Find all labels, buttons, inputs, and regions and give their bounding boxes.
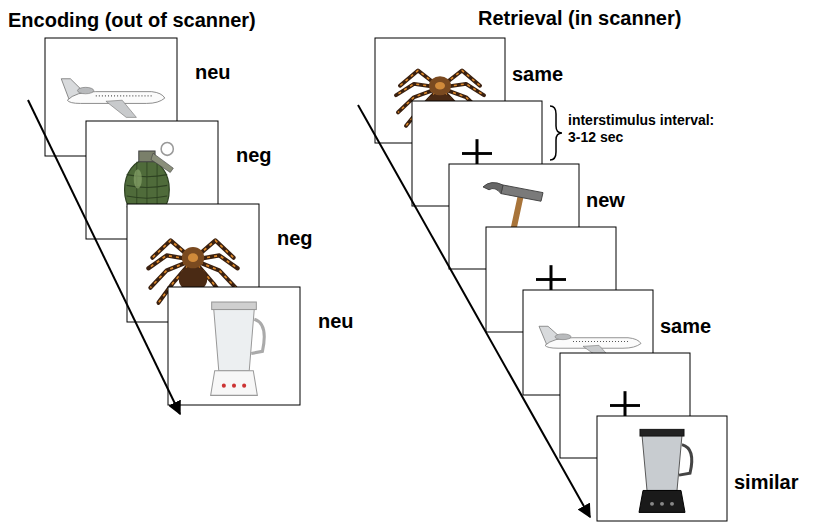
blender-button: [232, 384, 236, 388]
grenade-lever: [151, 153, 173, 172]
airplane-windows: [573, 341, 629, 342]
frame-border: [597, 416, 727, 521]
blender-jar: [642, 435, 682, 490]
timeline-arrow: [28, 100, 180, 414]
frame-border: [168, 287, 300, 405]
blender-lid: [640, 429, 684, 436]
interval-brace: [550, 106, 562, 160]
interval-note: interstimulus interval: 3-12 sec: [568, 112, 718, 146]
stimulus-picture: [61, 79, 165, 118]
hammer-claw: [483, 183, 503, 194]
condition-label: same: [512, 62, 563, 86]
blender-button: [242, 384, 246, 388]
spider-mark: [435, 82, 445, 90]
airplane-engine: [77, 87, 93, 93]
hammer-head: [501, 185, 543, 201]
blender-base: [639, 490, 685, 512]
blender-button: [650, 502, 654, 506]
blender-jar: [214, 308, 255, 370]
condition-label: neu: [195, 60, 231, 84]
stimulus-frame: [168, 287, 300, 405]
blender-button: [660, 502, 664, 506]
blender-button: [222, 384, 226, 388]
spider-mark: [188, 253, 198, 262]
grenade-highlight: [134, 169, 142, 188]
grenade-ring: [161, 142, 173, 155]
stimulus-picture: [211, 302, 265, 395]
blender-button: [670, 502, 674, 506]
condition-label: similar: [734, 470, 798, 494]
airplane-engine: [555, 334, 571, 340]
spider-head: [182, 247, 204, 268]
condition-label: neg: [277, 226, 313, 250]
timeline-arrow: [358, 105, 590, 517]
spider-head: [429, 76, 451, 95]
airplane-wing: [106, 100, 136, 117]
airplane-windows: [96, 95, 153, 96]
blender-base: [211, 371, 258, 396]
condition-label: neu: [318, 309, 354, 333]
blender-lid: [212, 302, 257, 310]
panel-title: Encoding (out of scanner): [8, 8, 256, 32]
panel-title: Retrieval (in scanner): [478, 6, 681, 30]
condition-label: new: [586, 188, 625, 212]
stimulus-picture: [639, 429, 692, 512]
stimulus-frame: [597, 416, 727, 521]
condition-label: neg: [236, 143, 272, 167]
condition-label: same: [660, 314, 711, 338]
